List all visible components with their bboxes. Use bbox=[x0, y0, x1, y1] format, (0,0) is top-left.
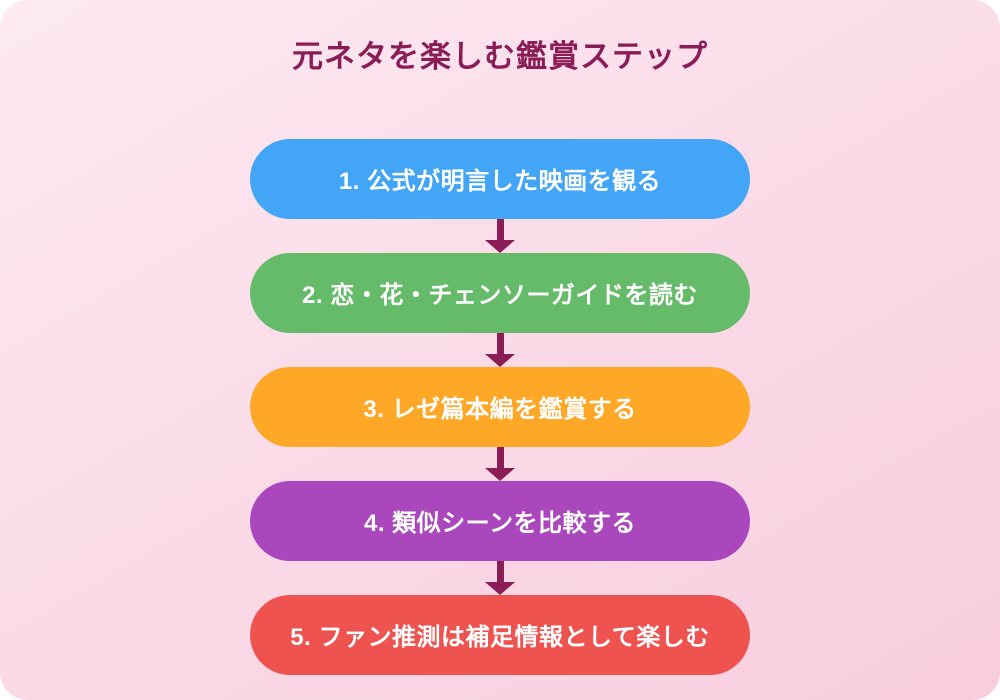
flow-step-5: 5. ファン推測は補足情報として楽しむ bbox=[250, 594, 750, 675]
page-title: 元ネタを楽しむ鑑賞ステップ bbox=[292, 39, 708, 74]
arrow-down-icon bbox=[485, 218, 515, 253]
arrow-head bbox=[485, 353, 515, 367]
arrow-head bbox=[485, 239, 515, 253]
arrow-shaft bbox=[496, 446, 504, 468]
arrow-head bbox=[485, 581, 515, 595]
arrow-down-icon bbox=[485, 332, 515, 367]
arrow-down-icon bbox=[485, 560, 515, 595]
arrow-head bbox=[485, 467, 515, 481]
flow-steps: 1. 公式が明言した映画を観る 2. 恋・花・チェンソーガイドを読む 3. レゼ… bbox=[250, 138, 750, 675]
arrow-shaft bbox=[496, 218, 504, 240]
arrow-down-icon bbox=[485, 446, 515, 481]
arrow-shaft bbox=[496, 560, 504, 582]
flow-step-4: 4. 類似シーンを比較する bbox=[250, 480, 750, 561]
flow-step-2: 2. 恋・花・チェンソーガイドを読む bbox=[250, 252, 750, 333]
flow-step-1: 1. 公式が明言した映画を観る bbox=[250, 138, 750, 219]
flow-step-3: 3. レゼ篇本編を鑑賞する bbox=[250, 366, 750, 447]
arrow-shaft bbox=[496, 332, 504, 354]
